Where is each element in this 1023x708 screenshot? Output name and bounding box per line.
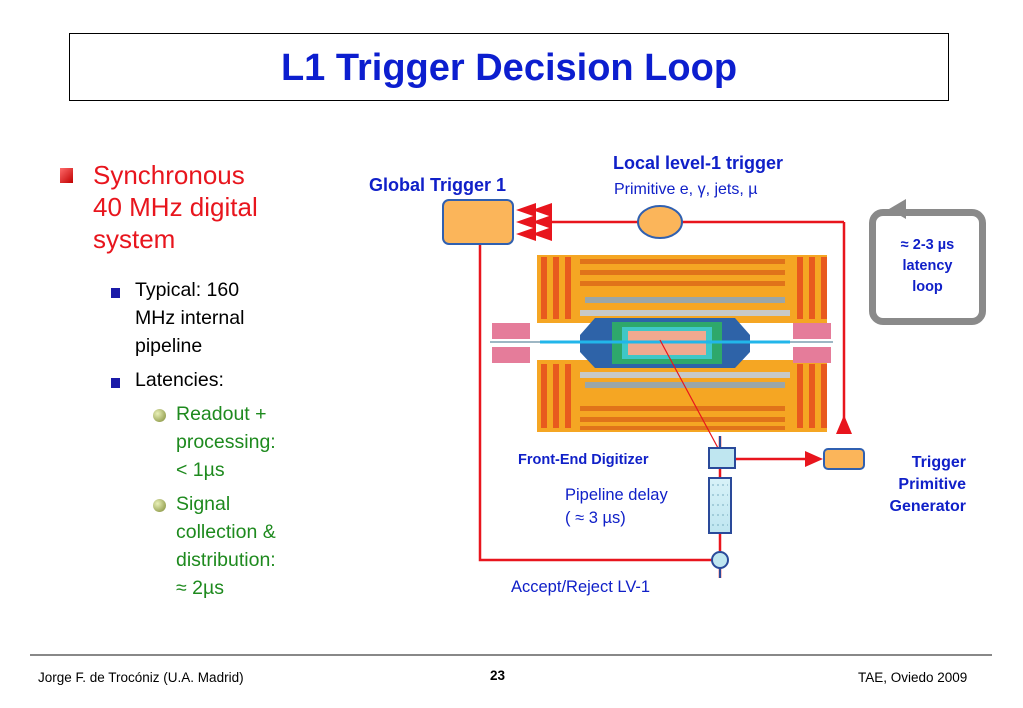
latency-loop-box: [869, 209, 986, 325]
bullet-marker-sub1: [111, 288, 120, 298]
front-end-digitizer-label: Front-End Digitizer: [518, 452, 649, 468]
bullet-subsub1-line-1: Readout +: [176, 403, 267, 425]
bullet-subsub2: Signal collection & distribution: ≈ 2µs: [176, 490, 276, 602]
bullet-subsub1-line-3: < 1µs: [176, 459, 225, 481]
bullet-sub2: Latencies:: [135, 369, 224, 391]
local-trigger-subtitle: Primitive e, γ, jets, µ: [614, 181, 758, 198]
bullet-main-line-1: Synchronous: [93, 160, 245, 190]
tpg-line-3: Generator: [889, 498, 966, 515]
bullet-main-line-3: system: [93, 224, 176, 254]
bullet-marker-main: [60, 168, 73, 183]
bullet-subsub2-line-4: ≈ 2µs: [176, 577, 224, 599]
bullet-main: Synchronous 40 MHz digital system: [93, 159, 258, 255]
title-box: L1 Trigger Decision Loop: [69, 33, 949, 101]
bullet-sub1-line-2: MHz internal: [135, 307, 245, 329]
bullet-sub1: Typical: 160 MHz internal pipeline: [135, 276, 244, 360]
global-trigger-label: Global Trigger 1: [369, 175, 507, 195]
pipeline-box: [708, 477, 732, 534]
bullet-marker-subsub1: [153, 409, 166, 422]
local-trigger-title: Local level-1 trigger: [613, 153, 784, 173]
bullet-main-line-2: 40 MHz digital: [93, 192, 258, 222]
bullet-subsub2-line-1: Signal: [176, 493, 231, 515]
local-trigger-node: [637, 205, 683, 239]
latency-loop-line-3: loop: [912, 279, 943, 295]
tpg-label: Trigger Primitive Generator: [850, 452, 966, 518]
bullet-marker-sub2: [111, 378, 120, 388]
pipeline-delay-line-1: Pipeline delay: [565, 486, 668, 504]
footer-page-number: 23: [490, 668, 506, 683]
tpg-line-2: Primitive: [898, 476, 966, 493]
bullet-subsub1-line-2: processing:: [176, 431, 276, 453]
latency-loop-label: ≈ 2-3 µs latency loop: [876, 235, 979, 298]
footer-event: TAE, Oviedo 2009: [858, 670, 968, 685]
accept-reject-node: [711, 551, 729, 569]
bullet-marker-subsub2: [153, 499, 166, 512]
bullet-subsub2-line-3: distribution:: [176, 549, 276, 571]
latency-loop-line-1: ≈ 2-3 µs: [900, 237, 955, 253]
pipeline-delay-line-2: ( ≈ 3 µs): [565, 509, 626, 527]
bullet-sub1-line-3: pipeline: [135, 335, 203, 357]
tpg-box: [823, 448, 865, 470]
bullet-sub1-line-1: Typical: 160: [135, 279, 240, 301]
bullet-subsub1: Readout + processing: < 1µs: [176, 400, 276, 484]
tpg-line-1: Trigger: [911, 454, 966, 471]
pipeline-delay-label: Pipeline delay ( ≈ 3 µs): [565, 484, 668, 530]
global-trigger-box: [442, 199, 514, 245]
latency-loop-line-2: latency: [902, 258, 953, 274]
accept-reject-label: Accept/Reject LV-1: [511, 578, 651, 596]
slide-title: L1 Trigger Decision Loop: [280, 47, 738, 89]
footer-author: Jorge F. de Trocóniz (U.A. Madrid): [38, 670, 244, 685]
detector-image: [490, 255, 833, 432]
footer-divider: [30, 654, 992, 656]
front-end-digitizer-box: [708, 447, 736, 469]
bullet-subsub2-line-2: collection &: [176, 521, 276, 543]
